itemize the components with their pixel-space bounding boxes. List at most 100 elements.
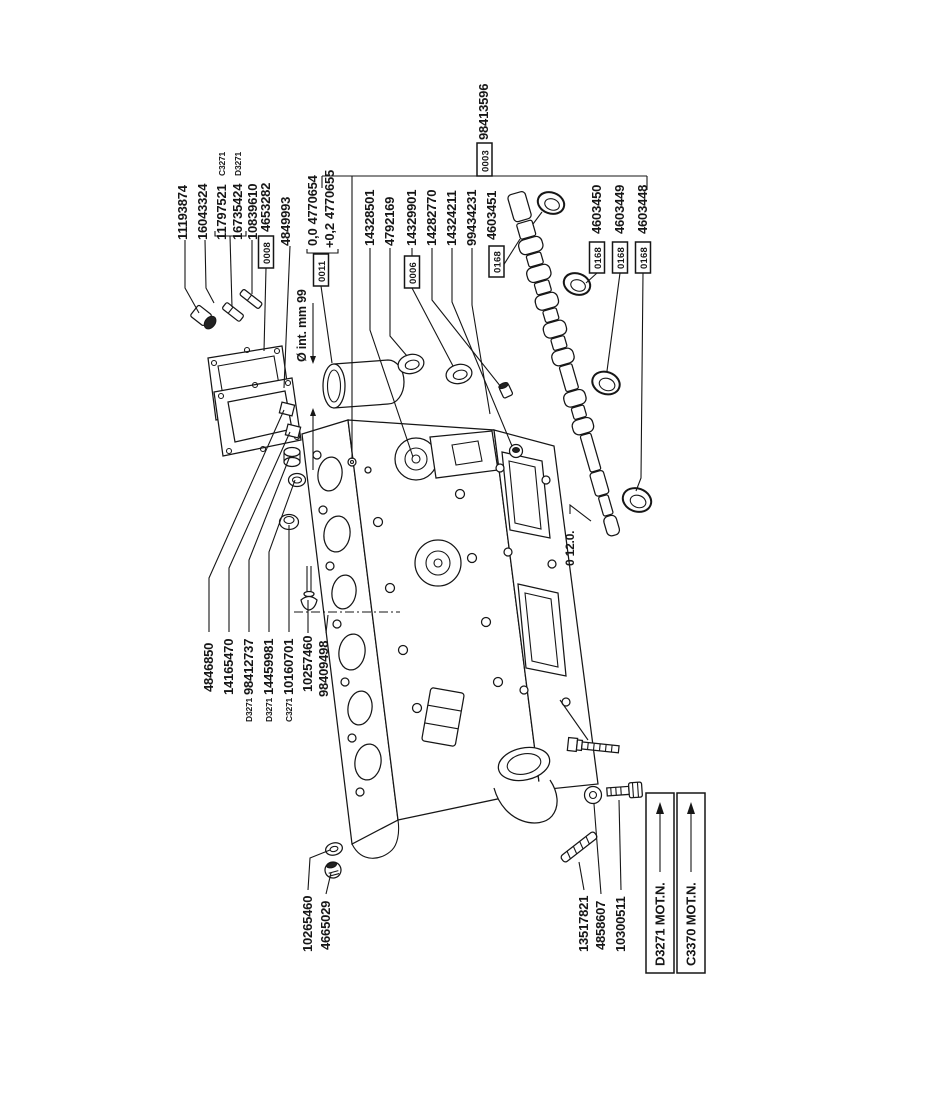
deck-bolt-bosses <box>347 457 504 714</box>
cam-bearing-ring <box>536 191 566 215</box>
square-nut <box>278 401 296 417</box>
ref-box-0011: 0011 <box>312 253 330 287</box>
grommet-ring <box>325 842 343 856</box>
deck-boss-plate <box>421 687 465 747</box>
part-label: 10265460 <box>300 896 315 952</box>
cam-tower-1 <box>394 437 438 481</box>
part-label-variant: +0,24770655 <box>322 170 337 248</box>
valve-seat-ring <box>397 353 425 375</box>
part-label: 14329901 <box>404 190 419 246</box>
ring-connector <box>532 211 543 225</box>
cam-annotation: 0 12.0. <box>563 531 577 566</box>
port-oval <box>317 456 343 492</box>
svg-text:0168: 0168 <box>616 247 627 269</box>
part-label: 4603449 <box>612 185 627 234</box>
bore-dimension <box>310 303 316 470</box>
svg-text:0006: 0006 <box>408 262 419 284</box>
camshaft-drawing <box>507 191 653 537</box>
screw-plug <box>324 861 342 879</box>
port-oval <box>347 690 373 726</box>
small-plug <box>498 381 514 399</box>
svg-text:0008: 0008 <box>262 242 273 264</box>
hex-bolt <box>606 781 643 799</box>
part-label: 10160701 <box>281 639 296 695</box>
part-label: 4603448 <box>635 185 650 234</box>
part-label: 14282770 <box>424 190 439 246</box>
port-oval <box>354 743 382 781</box>
square-nut <box>284 423 302 439</box>
part-label: 10300511 <box>613 896 628 952</box>
engine-note: D3271 <box>233 151 243 176</box>
part-label: 4665029 <box>318 901 333 950</box>
part-label: 14324211 <box>444 190 459 246</box>
stud-diagonal <box>560 831 598 863</box>
up-arrow-head <box>656 802 664 814</box>
svg-text:0011: 0011 <box>317 260 328 282</box>
legend-box-d3271: D3271 MOT.N. <box>645 792 675 974</box>
svg-text:C3370 MOT.N.: C3370 MOT.N. <box>684 882 699 966</box>
cam-bearing-ring <box>562 272 592 296</box>
part-label: 98412737 <box>241 639 256 695</box>
cam-tower-2 <box>414 539 462 587</box>
engine-note: C3271 <box>217 151 227 176</box>
right-face-frames <box>495 451 571 707</box>
plug-with-cap <box>190 304 217 330</box>
legend-box-c3370: C3370 MOT.N. <box>676 792 706 974</box>
ref-box-0168: 0168 <box>488 245 505 278</box>
ref-box-0008: 0008 <box>257 235 275 269</box>
ref-box-0168: 0168 <box>588 241 606 274</box>
part-label: 14165470 <box>221 639 236 695</box>
part-label: 4846850 <box>201 643 216 692</box>
pair-bracket <box>306 249 339 254</box>
part-label-variant: 0,04770654 <box>305 174 320 246</box>
lock-washer <box>583 785 603 805</box>
cover-gasket <box>213 377 302 457</box>
cup-plug <box>278 513 300 531</box>
part-label: 16735424 <box>230 183 245 240</box>
part-label: 4792169 <box>382 197 397 246</box>
valve-guide-bushing <box>283 446 301 468</box>
part-label: 4849993 <box>278 197 293 246</box>
cylinder-head-drawing <box>301 419 599 859</box>
cam-bearing-ring <box>621 487 653 513</box>
callout-labels: 11193874 16043324 11797521 C3271 1673542… <box>175 84 650 952</box>
leader-lines <box>184 175 648 895</box>
head-bottom-edge <box>351 819 400 859</box>
thermostat-housing <box>493 746 558 824</box>
part-label: 13517821 <box>576 896 591 952</box>
port-oval <box>331 574 357 610</box>
valve-seat-ring <box>445 363 473 385</box>
engine-note: C3271 <box>284 697 294 722</box>
face-bolt-holes <box>312 450 365 797</box>
ref-box-0003: 0003 <box>476 142 493 177</box>
part-label: 14328501 <box>362 190 377 246</box>
part-label: 10257460 <box>300 636 315 692</box>
stud-short <box>222 302 244 322</box>
svg-text:0168: 0168 <box>493 251 504 273</box>
part-label: 4603451 <box>484 191 499 240</box>
part-label: 99434231 <box>464 190 479 246</box>
port-oval <box>338 633 366 671</box>
svg-text:D3271 MOT.N.: D3271 MOT.N. <box>653 882 668 966</box>
cam-dim-bracket <box>569 503 592 522</box>
cylinder-liner <box>322 359 405 409</box>
seal-ring <box>287 472 307 488</box>
part-label: 14459981 <box>261 639 276 695</box>
part-label-assembly: 98413596 <box>476 84 491 140</box>
stud-long <box>239 289 263 309</box>
part-label: 11797521 <box>214 184 229 240</box>
ref-box-0168: 0168 <box>634 241 652 274</box>
cam-bearing-ring <box>591 370 621 396</box>
part-label: 98409498 <box>316 641 331 697</box>
part-label: 4858607 <box>593 901 608 950</box>
ref-boxes: 0008 0011 0003 0006 0168 0168 0168 0168 <box>257 142 652 289</box>
svg-text:0003: 0003 <box>481 150 492 172</box>
ref-box-0168: 0168 <box>611 241 629 274</box>
part-label: 10839610 <box>245 184 260 240</box>
legend: D3271 MOT.N. C3370 MOT.N. <box>645 792 706 974</box>
part-label: 4603450 <box>589 185 604 234</box>
cap-nut <box>508 443 524 459</box>
up-arrow-head <box>687 802 695 814</box>
